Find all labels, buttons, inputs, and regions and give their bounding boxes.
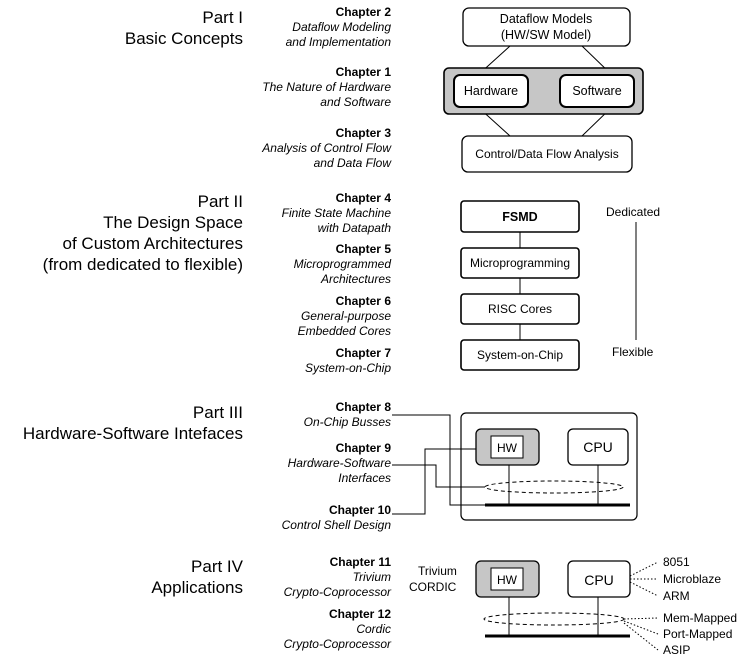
cpu-option-arm: ARM — [663, 589, 690, 603]
software-label: Software — [572, 84, 621, 98]
interface-option-asip: ASIP — [663, 643, 690, 657]
cpu-option-microblaze: Microblaze — [663, 572, 721, 586]
chapter-1-title-line1: The Nature of Hardware — [262, 80, 391, 94]
part-2-title-line2: of Custom Architectures — [62, 234, 243, 253]
chapter-9: Chapter 9 Hardware-Software Interfaces — [288, 441, 391, 486]
cpu-label-part3: CPU — [583, 439, 613, 455]
control-data-flow-label: Control/Data Flow Analysis — [475, 147, 618, 161]
chapter-8: Chapter 8 On-Chip Busses — [304, 400, 391, 430]
chapter-1-title-line2: and Software — [320, 95, 391, 109]
chapter-10: Chapter 10 Control Shell Design — [282, 503, 391, 533]
callout-dotted-lines — [623, 561, 659, 651]
part-3-label: Part III — [192, 403, 243, 422]
trivium-label: Trivium — [418, 564, 457, 578]
cpu-option-8051: 8051 — [663, 555, 690, 569]
chapter-6: Chapter 6 General-purpose Embedded Cores — [298, 294, 391, 339]
part-4-label: Part IV — [191, 557, 243, 576]
dataflow-models-box — [462, 7, 631, 47]
chapter-11-number: Chapter 11 — [329, 555, 391, 569]
part-2-title-line3: (from dedicated to flexible) — [42, 255, 243, 274]
hw-box-part4 — [490, 567, 524, 591]
chapter-10-number: Chapter 10 — [328, 503, 391, 517]
part-3-heading: Part III Hardware-Software Intefaces — [23, 402, 243, 444]
chapter-4-title-line1: Finite State Machine — [281, 206, 391, 220]
part-1-heading: Part I Basic Concepts — [125, 7, 243, 49]
chapter-4-number: Chapter 4 — [335, 191, 391, 205]
fsmd-label: FSMD — [502, 210, 537, 224]
chapter-12-number: Chapter 12 — [328, 607, 391, 621]
chapter-3-title-line2: and Data Flow — [313, 156, 391, 170]
part-2-label: Part II — [197, 192, 243, 211]
chapter-3: Chapter 3 Analysis of Control Flow and D… — [262, 126, 391, 171]
interface-option-port-mapped: Port-Mapped — [663, 627, 732, 641]
chapter-12-title-line2: Crypto-Coprocessor — [283, 637, 391, 651]
chapter-6-number: Chapter 6 — [335, 294, 391, 308]
chapter-12-title-line1: Cordic — [356, 622, 391, 636]
dedicated-label: Dedicated — [606, 205, 660, 219]
chapter-5-title-line2: Architectures — [320, 272, 391, 286]
chapter-2-title-line1: Dataflow Modeling — [292, 20, 391, 34]
chapter-11-title-line2: Crypto-Coprocessor — [283, 585, 391, 599]
microprogramming-box — [460, 247, 580, 279]
cpu-label-part4: CPU — [584, 572, 614, 588]
hardware-box — [453, 74, 529, 108]
chapter-12: Chapter 12 Cordic Crypto-Coprocessor — [284, 607, 391, 652]
chapter-4: Chapter 4 Finite State Machine with Data… — [282, 191, 391, 236]
chapter-11: Chapter 11 Trivium Crypto-Coprocessor — [284, 555, 391, 600]
chapter-11-title-line1: Trivium — [352, 570, 391, 584]
part-2-heading: Part II The Design Space of Custom Archi… — [43, 191, 243, 275]
part-4-heading: Part IV Applications — [151, 556, 243, 598]
chapter-1: Chapter 1 The Nature of Hardware and Sof… — [262, 65, 391, 110]
chapter-pointer-lines — [392, 414, 485, 515]
system-on-chip-label: System-on-Chip — [477, 348, 563, 362]
chapter-5-number: Chapter 5 — [335, 242, 391, 256]
chapter-9-number: Chapter 9 — [335, 441, 391, 455]
chapter-9-title-line2: Interfaces — [338, 471, 391, 485]
dataflow-models-label-line1: Dataflow Models — [500, 12, 592, 26]
chapter-6-title-line1: General-purpose — [300, 309, 391, 323]
microprogramming-label: Microprogramming — [470, 256, 570, 270]
chapter-9-title-line1: Hardware-Software — [287, 456, 391, 470]
chapter-2-title-line2: and Implementation — [285, 35, 391, 49]
interface-ellipse-part4 — [483, 612, 625, 626]
fsmd-box — [460, 200, 580, 233]
chapter-7: Chapter 7 System-on-Chip — [305, 346, 391, 376]
chapter-6-title-line2: Embedded Cores — [297, 324, 391, 338]
interface-option-mem-mapped: Mem-Mapped — [663, 611, 737, 625]
risc-cores-box — [460, 293, 580, 325]
flexible-label: Flexible — [612, 345, 654, 359]
chapter-7-title-line1: System-on-Chip — [304, 361, 391, 375]
part-4-title: Applications — [151, 578, 243, 597]
chapter-5: Chapter 5 Microprogrammed Architectures — [294, 242, 391, 287]
part-1-title: Basic Concepts — [124, 29, 243, 48]
hardware-label: Hardware — [464, 84, 518, 98]
software-box — [559, 74, 635, 108]
chapter-8-title-line1: On-Chip Busses — [303, 415, 391, 429]
dataflow-models-label-line2: (HW/SW Model) — [501, 28, 591, 42]
part-2-title: The Design Space — [103, 213, 243, 232]
part-3-title: Hardware-Software Intefaces — [22, 424, 243, 443]
chapter-7-number: Chapter 7 — [335, 346, 391, 360]
chapter-10-title-line1: Control Shell Design — [281, 518, 391, 532]
part-1-label: Part I — [202, 8, 243, 27]
chapter-1-number: Chapter 1 — [335, 65, 391, 79]
chapter-3-number: Chapter 3 — [335, 126, 391, 140]
cordic-label: CORDIC — [409, 580, 457, 594]
chapter-2: Chapter 2 Dataflow Modeling and Implemen… — [286, 5, 391, 50]
chapter-4-title-line2: with Datapath — [317, 221, 391, 235]
hw-label-part4: HW — [497, 573, 518, 587]
hw-box-part3 — [490, 435, 524, 459]
hw-label-part3: HW — [497, 441, 518, 455]
chapter-8-number: Chapter 8 — [335, 400, 391, 414]
risc-cores-label: RISC Cores — [488, 302, 552, 316]
chapter-3-title-line1: Analysis of Control Flow — [262, 141, 391, 155]
control-data-flow-box — [461, 135, 633, 173]
chapter-5-title-line1: Microprogrammed — [293, 257, 391, 271]
chapter-2-number: Chapter 2 — [335, 5, 391, 19]
system-on-chip-box — [460, 339, 580, 371]
interface-ellipse-part3 — [484, 480, 624, 494]
